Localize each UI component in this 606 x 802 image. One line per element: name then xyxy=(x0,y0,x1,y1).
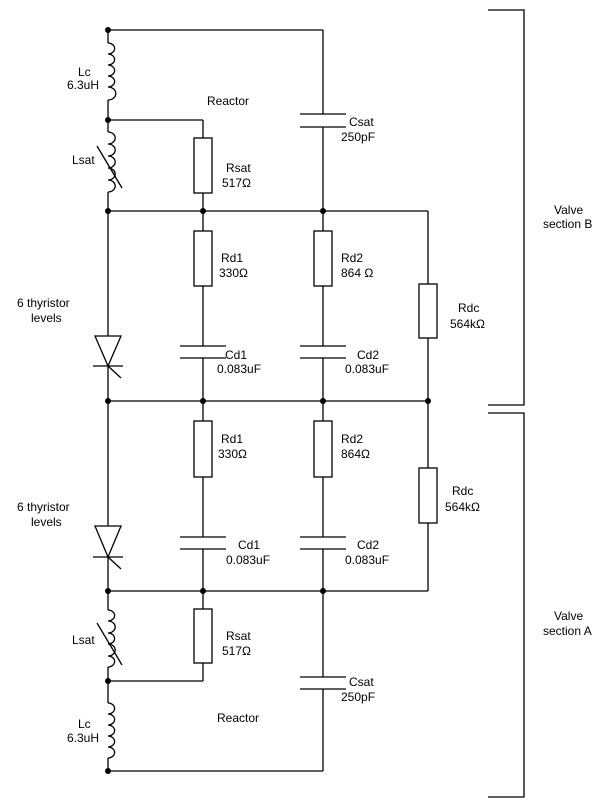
lsat-top-inductor-icon xyxy=(96,131,123,193)
rsat-top-label: Rsat xyxy=(226,161,251,175)
lsat-bottom-inductor-icon xyxy=(96,609,123,668)
rd1-b-value: 330Ω xyxy=(219,266,248,280)
rdc-b-value: 564kΩ xyxy=(450,317,485,331)
thyristor-a-label: 6 thyristor xyxy=(17,500,70,514)
rdc-b-resistor-icon xyxy=(418,283,438,339)
csat-top-value: 250pF xyxy=(341,130,375,144)
thyristor-b-icon xyxy=(93,335,123,379)
cd2-b-capacitor-icon xyxy=(300,345,346,359)
rsat-top-value: 517Ω xyxy=(222,176,251,190)
lsat-top-label: Lsat xyxy=(72,153,95,167)
cd1-a-value: 0.083uF xyxy=(226,553,270,567)
lc-bottom-label: Lc xyxy=(78,717,91,731)
cd2-a-label: Cd2 xyxy=(357,538,379,552)
valve-section-a-bracket xyxy=(488,412,525,798)
reactor-bottom-label: Reactor xyxy=(217,711,259,725)
rd1-b-label: Rd1 xyxy=(221,251,243,265)
rd1-a-label: Rd1 xyxy=(221,432,243,446)
rdc-a-label: Rdc xyxy=(452,484,473,498)
rsat-top-resistor-icon xyxy=(193,137,213,194)
rsat-bottom-value: 517Ω xyxy=(222,644,251,658)
rd1-b-resistor-icon xyxy=(193,230,213,287)
valve-a-label: Valve xyxy=(554,609,583,623)
rd2-a-label: Rd2 xyxy=(341,432,363,446)
cd2-b-value: 0.083uF xyxy=(345,362,389,376)
valve-a-section: section A xyxy=(543,624,592,638)
lc-top-inductor-icon xyxy=(107,42,117,101)
csat-bottom-value: 250pF xyxy=(341,690,375,704)
lc-top-value: 6.3uH xyxy=(67,78,99,92)
cd1-b-label: Cd1 xyxy=(225,348,247,362)
rdc-a-resistor-icon xyxy=(418,467,438,524)
thyristor-a-levels: levels xyxy=(31,515,62,529)
cd2-b-label: Cd2 xyxy=(357,348,379,362)
lsat-bottom-label: Lsat xyxy=(72,633,95,647)
junction-dots xyxy=(105,27,431,774)
rd1-a-resistor-icon xyxy=(193,420,213,478)
cd2-a-capacitor-icon xyxy=(300,536,346,550)
reactor-top-label: Reactor xyxy=(207,94,249,108)
cd2-a-value: 0.083uF xyxy=(345,553,389,567)
lc-bottom-value: 6.3uH xyxy=(67,731,99,745)
cd1-a-capacitor-icon xyxy=(180,536,226,550)
rsat-bottom-label: Rsat xyxy=(226,629,251,643)
csat-top-capacitor-icon xyxy=(300,113,346,128)
wires xyxy=(107,29,429,772)
rdc-a-value: 564kΩ xyxy=(445,500,480,514)
thyristor-b-label: 6 thyristor xyxy=(17,296,70,310)
rd2-b-label: Rd2 xyxy=(341,251,363,265)
thyristor-b-levels: levels xyxy=(31,311,62,325)
valve-b-label: Valve xyxy=(554,203,583,217)
valve-section-b-bracket xyxy=(488,9,525,406)
rd2-a-resistor-icon xyxy=(313,420,333,478)
csat-top-label: Csat xyxy=(349,115,374,129)
valve-b-section: section B xyxy=(543,217,592,231)
csat-bottom-label: Csat xyxy=(349,675,374,689)
cd1-b-value: 0.083uF xyxy=(217,362,261,376)
csat-bottom-capacitor-icon xyxy=(300,676,346,690)
rd1-a-value: 330Ω xyxy=(218,447,247,461)
cd1-a-label: Cd1 xyxy=(238,538,260,552)
rsat-bottom-resistor-icon xyxy=(193,608,213,664)
rdc-b-label: Rdc xyxy=(458,301,479,315)
rd2-a-value: 864Ω xyxy=(341,447,370,461)
thyristor-a-icon xyxy=(93,525,123,570)
rd2-b-resistor-icon xyxy=(313,230,333,287)
cd1-b-capacitor-icon xyxy=(180,345,226,359)
lc-bottom-inductor-icon xyxy=(107,702,116,759)
lc-top-label: Lc xyxy=(78,65,91,79)
rd2-b-value: 864 Ω xyxy=(341,266,373,280)
